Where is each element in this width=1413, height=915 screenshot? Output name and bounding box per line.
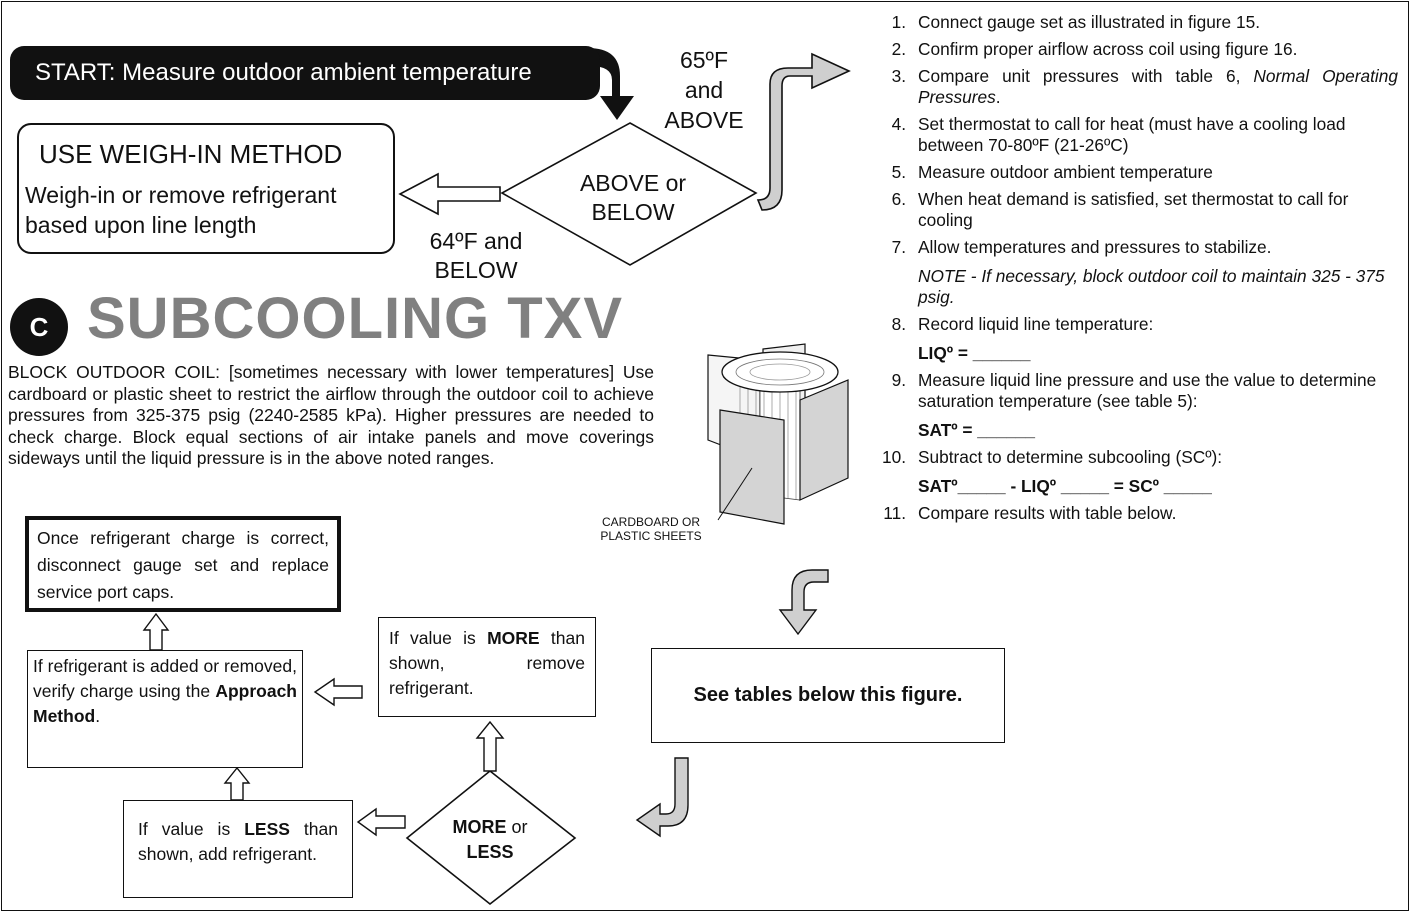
- step-item: 6. When heat demand is satisfied, set the…: [872, 189, 1398, 231]
- decision-less: LESS: [466, 842, 514, 862]
- more-less-decision-diamond: [405, 769, 577, 906]
- step-note: NOTE - If necessary, block outdoor coil …: [918, 266, 1385, 307]
- less-text-post: than shown, add refrigerant.: [138, 819, 338, 864]
- procedure-steps: 1. Connect gauge set as illustrated in fi…: [872, 12, 1398, 530]
- weigh-in-title: USE WEIGH-IN METHOD: [39, 139, 343, 169]
- temperature-decision-text: ABOVE or BELOW: [579, 170, 687, 225]
- step-text: Measure outdoor ambient temperature: [918, 162, 1213, 182]
- branch-below-label: 64ºF and BELOW: [429, 228, 523, 283]
- step-item: 9. Measure liquid line pressure and use t…: [872, 370, 1398, 441]
- step-number: 5.: [891, 162, 906, 182]
- section-badge: C: [10, 298, 68, 356]
- step-number: 2.: [891, 39, 906, 59]
- left-curved-arrow: [635, 757, 689, 838]
- step-item: 2. Confirm proper airflow across coil usi…: [872, 39, 1398, 60]
- more-value-box: If value is MORE than shown, remove refr…: [378, 617, 596, 717]
- step-text: When heat demand is satisfied, set therm…: [918, 189, 1349, 230]
- above-curved-arrow: [756, 52, 851, 211]
- more-less-decision-text: MORE or LESS: [425, 815, 555, 865]
- start-banner: START: Measure outdoor ambient temperatu…: [10, 46, 600, 100]
- step-item: 4. Set thermostat to call for heat (must …: [872, 114, 1398, 156]
- see-tables-text: See tables below this figure.: [693, 684, 963, 706]
- more-value-text: If value is MORE than shown, remove refr…: [389, 626, 585, 701]
- see-tables-box: See tables below this figure.: [651, 648, 1005, 743]
- sat-formula: SATº = ______: [918, 420, 1035, 440]
- final-step-box: Once refrigerant charge is correct, disc…: [25, 516, 341, 612]
- liq-formula: LIQº = ______: [918, 343, 1031, 363]
- subcooling-formula: SATº_____ - LIQº _____ = SCº _____: [918, 476, 1212, 496]
- condenser-unit-illustration: [707, 343, 849, 525]
- weigh-in-text: Weigh-in or remove refrigerant based upo…: [25, 182, 337, 238]
- approach-method-bold: Approach Method: [33, 681, 297, 726]
- step-item: 5. Measure outdoor ambient temperature: [872, 162, 1398, 183]
- verify-charge-box: If refrigerant is added or removed, veri…: [27, 650, 303, 768]
- block-coil-paragraph: BLOCK OUTDOOR COIL: [sometimes necessary…: [8, 362, 654, 468]
- step-italic-text: Normal Operating Pressures: [918, 66, 1398, 107]
- step-text: Connect gauge set as illustrated in figu…: [918, 12, 1260, 32]
- step-number: 7.: [891, 237, 906, 257]
- more-text-post: than shown, remove refrigerant.: [389, 628, 585, 698]
- up-arrow-to-verify: [223, 766, 251, 801]
- temperature-decision-diamond: [500, 122, 758, 266]
- step-number: 10.: [881, 447, 906, 467]
- down-curved-arrow: [778, 569, 829, 636]
- final-step-text: Once refrigerant charge is correct, disc…: [37, 528, 329, 602]
- verify-text-post: .: [95, 706, 101, 726]
- left-arrow-to-weigh-in: [398, 172, 501, 216]
- step-item: 11. Compare results with table below.: [872, 503, 1398, 524]
- more-bold: MORE: [487, 628, 540, 648]
- step-text: Compare unit pressures with table 6,: [918, 66, 1254, 86]
- more-text-pre: If value is: [389, 628, 488, 648]
- up-arrow-to-final: [142, 612, 170, 651]
- step-number: 9.: [891, 370, 906, 390]
- start-text: START: Measure outdoor ambient temperatu…: [35, 58, 532, 86]
- verify-text-pre: If refrigerant is added or removed, veri…: [33, 656, 297, 701]
- step-text: Compare results with table below.: [918, 503, 1177, 523]
- step-number: 4.: [891, 114, 906, 134]
- step-text: Record liquid line temperature:: [918, 314, 1154, 334]
- verify-charge-text: If refrigerant is added or removed, veri…: [33, 654, 297, 729]
- left-arrow-to-verify: [313, 677, 363, 707]
- step-number: 3.: [891, 66, 906, 86]
- step-text: Measure liquid line pressure and use the…: [918, 370, 1377, 411]
- weigh-in-method-box: USE WEIGH-IN METHOD Weigh-in or remove r…: [17, 123, 395, 254]
- less-bold: LESS: [244, 819, 290, 839]
- step-number: 1.: [891, 12, 906, 32]
- step-number: 6.: [891, 189, 906, 209]
- step-text: Set thermostat to call for heat (must ha…: [918, 114, 1346, 155]
- step-number: 8.: [891, 314, 906, 334]
- step-tail: .: [995, 87, 1001, 107]
- decision-more: MORE: [452, 817, 507, 837]
- decision-or: or: [506, 817, 528, 837]
- branch-above-label: 65ºF and ABOVE: [664, 47, 744, 133]
- step-item: 7. Allow temperatures and pressures to st…: [872, 237, 1398, 308]
- step-text: Subtract to determine subcooling (SCº):: [918, 447, 1223, 467]
- section-title: SUBCOOLING TXV: [87, 286, 624, 351]
- left-arrow-to-less: [356, 807, 406, 837]
- section-badge-letter: C: [29, 311, 49, 342]
- step-item: 1. Connect gauge set as illustrated in fi…: [872, 12, 1398, 33]
- step-item: 8. Record liquid line temperature: LIQº = …: [872, 314, 1398, 364]
- step-item: 10. Subtract to determine subcooling (SCº…: [872, 447, 1398, 497]
- less-text-pre: If value is: [138, 819, 245, 839]
- less-value-box: If value is LESS than shown, add refrige…: [123, 800, 353, 898]
- step-number: 11.: [883, 503, 906, 523]
- step-text: Allow temperatures and pressures to stab…: [918, 237, 1272, 257]
- step-item: 3. Compare unit pressures with table 6, N…: [872, 66, 1398, 108]
- step-text: Confirm proper airflow across coil using…: [918, 39, 1298, 59]
- illustration-caption: CARDBOARD OR PLASTIC SHEETS: [600, 515, 702, 543]
- up-arrow-to-more: [475, 720, 505, 772]
- less-value-text: If value is LESS than shown, add refrige…: [138, 817, 338, 867]
